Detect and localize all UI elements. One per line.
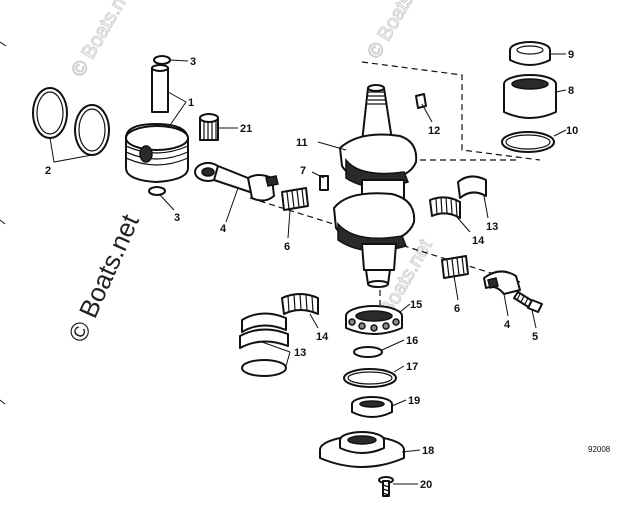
upper-seal	[509, 41, 551, 66]
label-part-11: 12	[428, 125, 440, 137]
label-part-1: 1	[188, 97, 194, 109]
label-part-14-lower: 14	[316, 331, 329, 343]
diagram-code: 92008	[588, 445, 611, 454]
watermark-faint-1: © Boats.net	[67, 0, 139, 80]
label-part-13-lower: 13	[294, 347, 306, 359]
piston	[125, 123, 189, 183]
label-part-19: 19	[408, 395, 420, 407]
upper-o-ring	[501, 131, 555, 153]
label-part-7: 7	[300, 165, 306, 177]
label-part-10: 10	[566, 125, 578, 137]
label-part-2: 2	[45, 165, 51, 177]
piston-pin	[151, 64, 169, 113]
label-part-18: 18	[422, 445, 434, 457]
label-part-4-rod: 4	[220, 223, 227, 235]
ball-bearing	[345, 305, 403, 335]
rod-bolt	[513, 291, 543, 313]
watermark-faint-2: © Boats.net	[363, 0, 435, 62]
label-part-3-top: 3	[190, 56, 196, 68]
main-needle-bearing-upper	[429, 196, 461, 219]
dowel-pin	[319, 175, 329, 191]
piston-rings	[32, 87, 110, 156]
lower-o-ring	[343, 368, 397, 388]
label-part-16: 16	[406, 335, 418, 347]
label-part-21: 21	[240, 123, 252, 135]
crankshaft-key	[415, 93, 427, 109]
label-part-20: 20	[420, 479, 432, 491]
label-part-15: 15	[410, 299, 422, 311]
label-part-3-bottom: 3	[174, 212, 180, 224]
pin-needle-bearing	[199, 113, 219, 141]
label-part-6-lower: 6	[454, 303, 460, 315]
label-part-8: 8	[568, 85, 574, 97]
connecting-rod-cap	[483, 270, 521, 295]
bearing-race-upper	[457, 175, 487, 199]
label-part-13-upper: 13	[486, 221, 498, 233]
label-part-5: 5	[532, 331, 538, 343]
lower-o-ring-loose	[241, 359, 287, 377]
retaining-ring-top	[153, 55, 171, 65]
upper-bearing	[503, 74, 557, 119]
label-part-4-cap: 4	[504, 319, 511, 331]
leader-lines	[49, 53, 567, 485]
label-part-6-upper: 6	[284, 241, 290, 253]
retaining-ring-bottom	[148, 186, 166, 196]
rod-bearing-cage-lower	[441, 255, 469, 279]
assembly-line-top	[361, 61, 541, 161]
edge-mark-bottom	[0, 399, 6, 405]
lower-seal	[351, 396, 393, 418]
label-part-9: 9	[568, 49, 574, 61]
snap-ring	[353, 346, 383, 358]
housing-screw	[378, 476, 394, 497]
rod-bearing-cage-upper	[281, 187, 309, 211]
connecting-rod	[194, 162, 279, 202]
crankshaft	[333, 84, 418, 288]
label-part-12: 11	[296, 137, 308, 149]
lower-bearing-housing	[319, 431, 405, 468]
edge-mark-mid	[0, 219, 6, 225]
main-needle-bearing-lower	[281, 293, 319, 315]
label-part-17: 17	[406, 361, 418, 373]
label-part-14-upper: 14	[472, 235, 485, 247]
edge-mark-top	[0, 41, 7, 47]
watermark-main: © Boats.net	[62, 209, 145, 346]
bearing-race-lower	[239, 312, 289, 349]
